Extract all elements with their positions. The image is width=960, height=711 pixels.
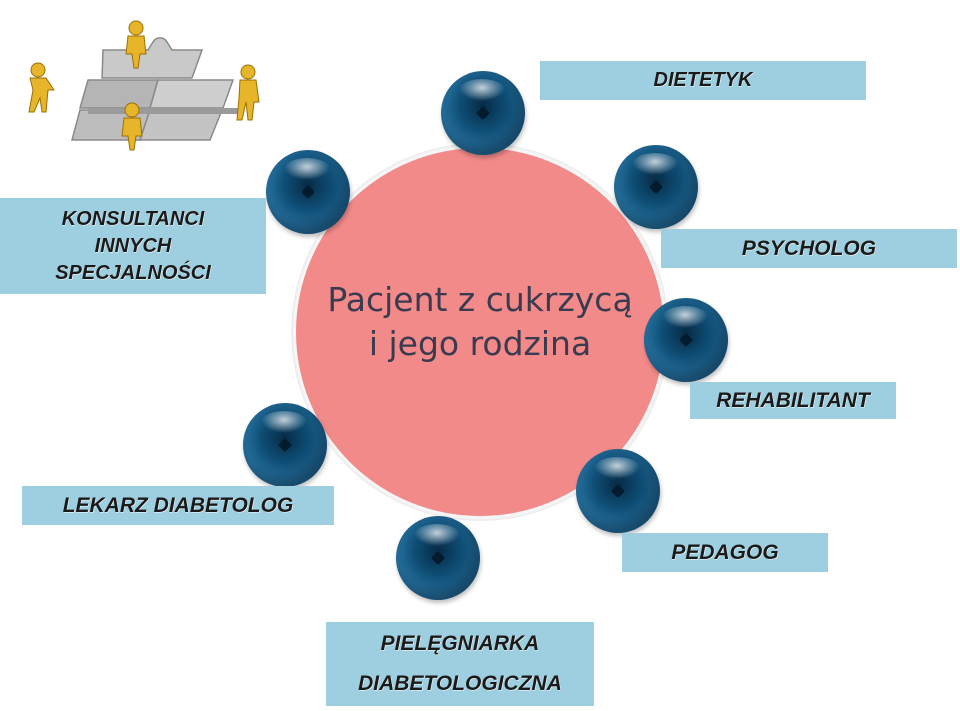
node-ball-right xyxy=(644,298,728,382)
node-ball-bottom xyxy=(396,516,480,600)
role-rehabilitant-text: REHABILITANT xyxy=(716,388,870,412)
node-ball-upper-right xyxy=(614,145,698,229)
role-label-lekarz-diabetolog: LEKARZ DIABETOLOG xyxy=(22,486,334,525)
role-psycholog-text: PSYCHOLOG xyxy=(741,236,877,260)
role-konsultanci-line3: SPECJALNOŚCI xyxy=(55,261,211,284)
node-ball-lower-left xyxy=(243,403,327,487)
center-title: Pacjent z cukrzycą i jego rodzina xyxy=(327,278,632,366)
role-label-konsultanci: KONSULTANCI INNYCH SPECJALNOŚCI xyxy=(0,198,266,294)
role-konsultanci-line1: KONSULTANCI xyxy=(61,207,205,230)
role-pedagog-text: PEDAGOG xyxy=(671,540,779,564)
role-label-dietetyk: DIETETYK xyxy=(540,61,866,100)
puzzle-pieces xyxy=(71,37,238,141)
center-title-line2: i jego rodzina xyxy=(368,324,592,363)
role-label-psycholog: PSYCHOLOG xyxy=(661,229,957,268)
node-ball-upper-left xyxy=(266,150,350,234)
role-label-rehabilitant: REHABILITANT xyxy=(690,382,896,419)
role-lekarz-text: LEKARZ DIABETOLOG xyxy=(62,493,294,517)
role-konsultanci-line2: INNYCH xyxy=(94,234,172,257)
role-dietetyk-text: DIETETYK xyxy=(653,69,753,91)
role-pielegniarka-line2: DIABETOLOGICZNA xyxy=(358,672,562,695)
role-label-pielegniarka: PIELĘGNIARKA DIABETOLOGICZNA xyxy=(326,622,594,706)
role-pielegniarka-line1: PIELĘGNIARKA xyxy=(380,632,540,655)
gold-figures xyxy=(28,20,260,151)
node-ball-lower-right xyxy=(576,449,660,533)
node-ball-top xyxy=(441,71,525,155)
role-label-pedagog: PEDAGOG xyxy=(622,533,828,572)
center-title-line1: Pacjent z cukrzycą xyxy=(327,280,633,319)
puzzle-team-illustration xyxy=(28,20,260,151)
